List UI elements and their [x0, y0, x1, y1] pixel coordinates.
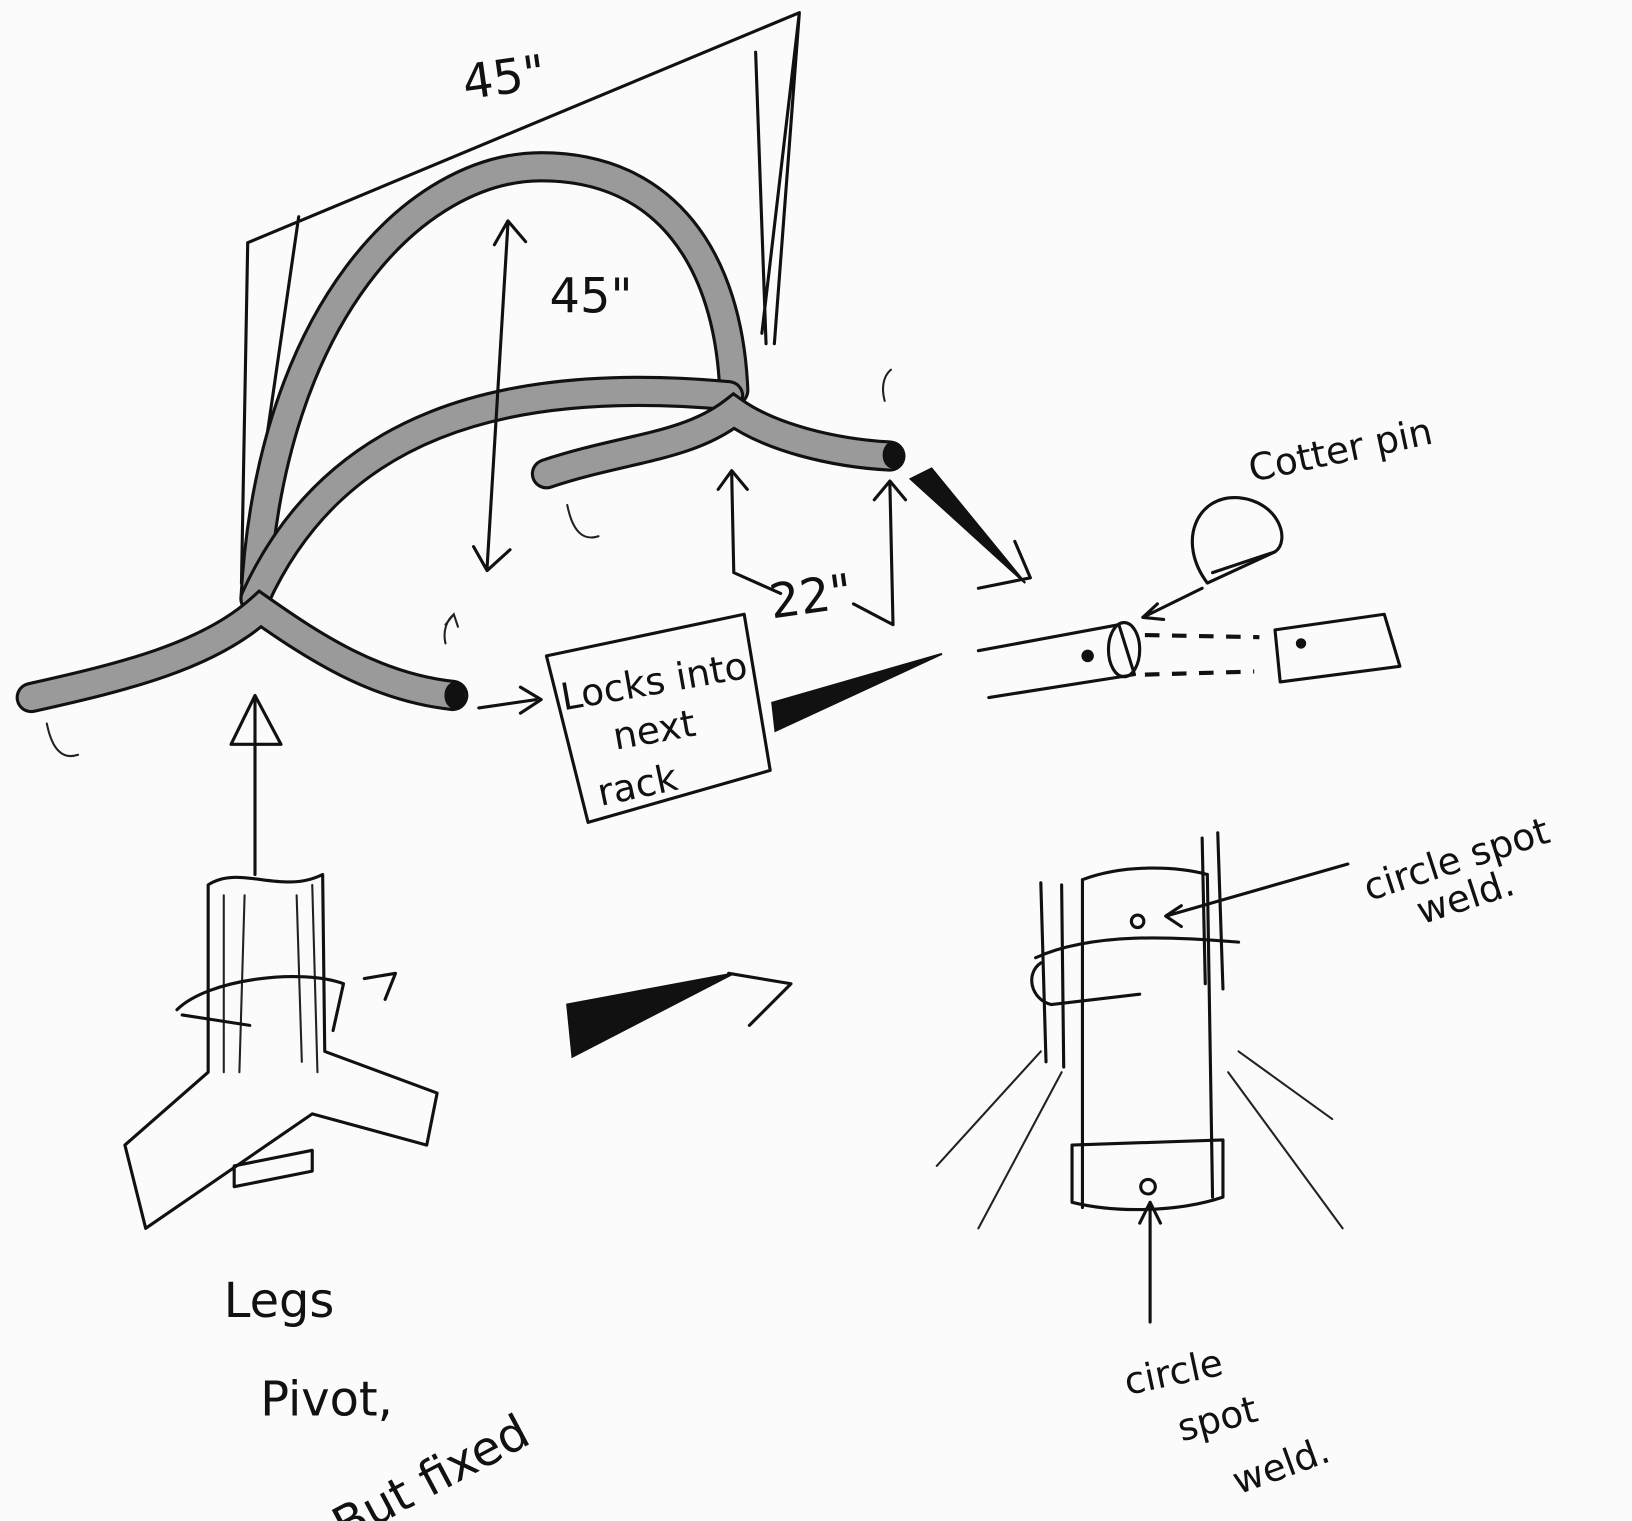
sleeve-detail	[976, 612, 1402, 700]
rotation-marks	[45, 368, 892, 758]
tube-end	[444, 681, 466, 709]
note-line: rack	[593, 755, 681, 815]
spot-weld-detail	[935, 831, 1350, 1324]
arrow-icon	[771, 652, 943, 733]
cotter-pin-label: Cotter pin	[1244, 409, 1436, 491]
leg-height-label: 22"	[766, 564, 856, 630]
arrow-icon	[908, 467, 1027, 584]
cotter-pin-icon	[1141, 496, 1284, 622]
note-line: next	[609, 701, 698, 759]
arrow-icon	[976, 539, 1032, 590]
locks-into-next-rack-note: Locks into next rack	[544, 612, 772, 824]
legs-pivot-label: Pivot,	[260, 1373, 393, 1428]
circle-spot-weld-label: circle	[1120, 1340, 1227, 1404]
arrow-icon	[477, 685, 543, 715]
arch-height-label: 45"	[550, 269, 633, 324]
dimension-arrows	[472, 219, 908, 627]
legs-pivot-label: Legs	[224, 1274, 335, 1329]
leg-pivot-detail	[123, 693, 793, 1230]
arch-plane-outline	[239, 11, 801, 585]
arch-width-label: 45"	[459, 45, 549, 111]
circle-spot-weld-label: spot	[1173, 1387, 1263, 1450]
tube-end	[882, 441, 904, 469]
arch-tubes	[15, 151, 906, 714]
circle-spot-weld-label: weld.	[1226, 1428, 1335, 1503]
